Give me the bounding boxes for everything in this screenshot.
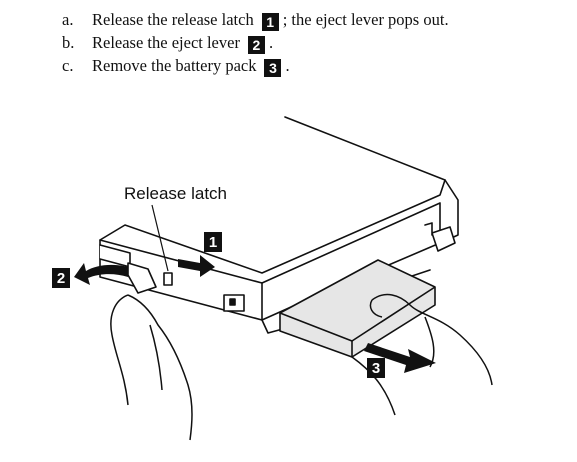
step-text-after: ; the eject lever pops out. [282,10,449,29]
badge-3-label: 3 [372,360,380,377]
step-letter: a. [62,10,74,29]
step-text: Release the eject lever [92,33,240,52]
laptop-lid [99,116,446,274]
step-b: b. Release the eject lever 2. [62,31,449,54]
badge-1-label: 1 [209,234,217,251]
step-badge: 2 [247,36,265,54]
arrow-1 [178,255,215,277]
step-text-after: . [285,56,290,75]
step-c: c. Remove the battery pack 3. [62,54,449,77]
step-badge: 1 [261,13,279,31]
battery-pack [279,259,436,358]
step-a: a. Release the release latch 1; the eject … [62,8,449,31]
laptop-diagram: Release latch 1 2 3 [52,116,493,441]
left-hand [110,294,193,441]
badge-2 [52,268,70,288]
arrow-3 [364,343,436,373]
right-hand [351,293,493,416]
instruction-steps: a. Release the release latch 1; the eject … [62,8,449,77]
badge-1 [204,232,222,252]
step-text-after: . [268,33,274,52]
step-text: Remove the battery pack [92,56,257,75]
release-latch [163,272,173,286]
battery-removal-illustration: Release latch 1 2 3 [0,95,577,462]
release-latch-callout: Release latch [124,184,227,203]
arrow-2 [74,263,128,285]
badge-2-label: 2 [57,270,65,287]
step-letter: b. [62,33,75,52]
badge-3 [367,358,385,378]
step-badge: 3 [264,59,282,77]
step-letter: c. [62,56,74,75]
step-text: Release the release latch [92,10,254,29]
